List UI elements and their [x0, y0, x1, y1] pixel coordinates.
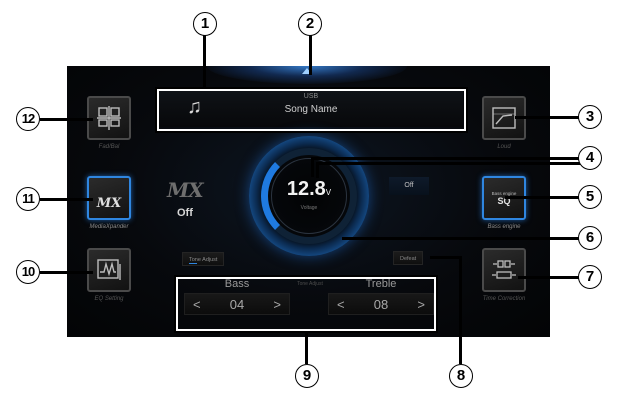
tone-panel-title: Tone Adjust [297, 281, 323, 287]
callout-1: 1 [193, 12, 217, 36]
callout-8: 8 [449, 364, 473, 388]
bass-stepper: < 04 > [184, 293, 290, 315]
bass-engine-state: Off [389, 177, 429, 195]
defeat-label: Defeat [400, 256, 417, 262]
top-glow [207, 66, 407, 84]
callout-frame-1-inner [157, 89, 466, 131]
mx-icon: MX [96, 195, 122, 211]
treble-decrease-button[interactable]: < [337, 296, 345, 312]
callout-3: 3 [578, 105, 602, 129]
fad-bal-button[interactable] [87, 96, 131, 140]
tone-adjust-indicator [189, 263, 197, 264]
callout-2: 2 [298, 12, 322, 36]
voltage-caption: Voltage [300, 205, 318, 211]
treble-label: Treble [365, 278, 397, 290]
leader-10 [40, 271, 93, 274]
leader-9 [305, 333, 308, 364]
eq-wave-icon [97, 259, 121, 280]
source-bar[interactable]: ♫ USB Song Name [159, 89, 463, 127]
treble-control: Treble < 08 > [328, 277, 434, 323]
voltage-number: 12.8 [286, 178, 326, 200]
leader-4 [311, 157, 582, 160]
bass-engine-small-text: Bass engine [491, 190, 517, 196]
time-correction-label: Time Correction [482, 296, 526, 302]
bass-control: Bass < 04 > [184, 277, 290, 323]
tone-adjust-button[interactable]: Tone Adjust [182, 252, 225, 266]
mx-logo: MX [167, 178, 204, 202]
leader-1 [203, 35, 206, 89]
leader-7 [518, 276, 582, 279]
treble-value: 08 [373, 296, 389, 312]
callout-6: 6 [578, 226, 602, 250]
leader-4d [316, 162, 319, 178]
leader-4b [311, 157, 314, 177]
source-label: USB [303, 93, 319, 100]
audio-settings-screen: ♫ USB Song Name Fad/Bal MX MediaXpander … [67, 66, 550, 337]
treble-stepper: < 08 > [328, 293, 434, 315]
callout-4: 4 [578, 146, 602, 170]
eq-setting-button[interactable] [87, 248, 131, 292]
bass-value: 04 [229, 296, 245, 312]
tone-adjust-label: Tone Adjust [189, 257, 218, 263]
time-correction-icon [492, 260, 516, 279]
callout-7: 7 [578, 265, 602, 289]
callout-5: 5 [578, 185, 602, 209]
bass-engine-label: Bass engine [487, 224, 521, 230]
loudness-curve-icon [492, 107, 516, 129]
leader-4c [316, 162, 582, 165]
bass-label: Bass [224, 278, 250, 290]
bass-decrease-button[interactable]: < [193, 296, 201, 312]
bass-engine-button[interactable]: Bass engine SQ [482, 176, 526, 220]
loud-label: Loud [497, 144, 511, 150]
song-name: Song Name [284, 104, 338, 115]
time-correction-button[interactable] [482, 248, 526, 292]
media-xpander-button[interactable]: MX [87, 176, 131, 220]
voltage-value: 12.8V [249, 178, 369, 201]
up-arrow-icon[interactable] [302, 68, 312, 74]
mx-state: Off [177, 207, 193, 219]
callout-frame-9 [174, 275, 438, 333]
media-xpander-label: MediaXpander [89, 224, 129, 230]
callout-12: 12 [16, 107, 40, 131]
callout-frame-1 [155, 87, 468, 133]
leader-12 [40, 118, 93, 121]
music-note-icon: ♫ [187, 96, 202, 118]
callout-10: 10 [16, 260, 40, 284]
leader-5 [505, 196, 582, 199]
leader-2 [309, 35, 312, 75]
eq-setting-label: EQ Setting [94, 296, 124, 302]
leader-8b [459, 256, 462, 364]
fader-balance-icon [97, 106, 121, 130]
defeat-button[interactable]: Defeat [393, 251, 424, 265]
treble-increase-button[interactable]: > [417, 296, 425, 312]
leader-8a [430, 256, 462, 259]
sq-text: SQ [497, 195, 511, 206]
voltage-gauge: 12.8V Voltage [249, 136, 369, 256]
bass-increase-button[interactable]: > [273, 296, 281, 312]
callout-frame-9-inner [176, 277, 436, 331]
tone-panel: Bass < 04 > Tone Adjust Treble < 08 > [180, 277, 438, 323]
leader-11 [40, 198, 93, 201]
fad-bal-label: Fad/Bal [98, 144, 120, 150]
callout-9: 9 [295, 364, 319, 388]
leader-3 [515, 116, 582, 119]
gauge-ring [261, 148, 357, 244]
callout-11: 11 [16, 187, 40, 211]
leader-6 [342, 237, 582, 240]
gauge-center [271, 158, 347, 234]
voltage-unit: V [325, 188, 332, 197]
